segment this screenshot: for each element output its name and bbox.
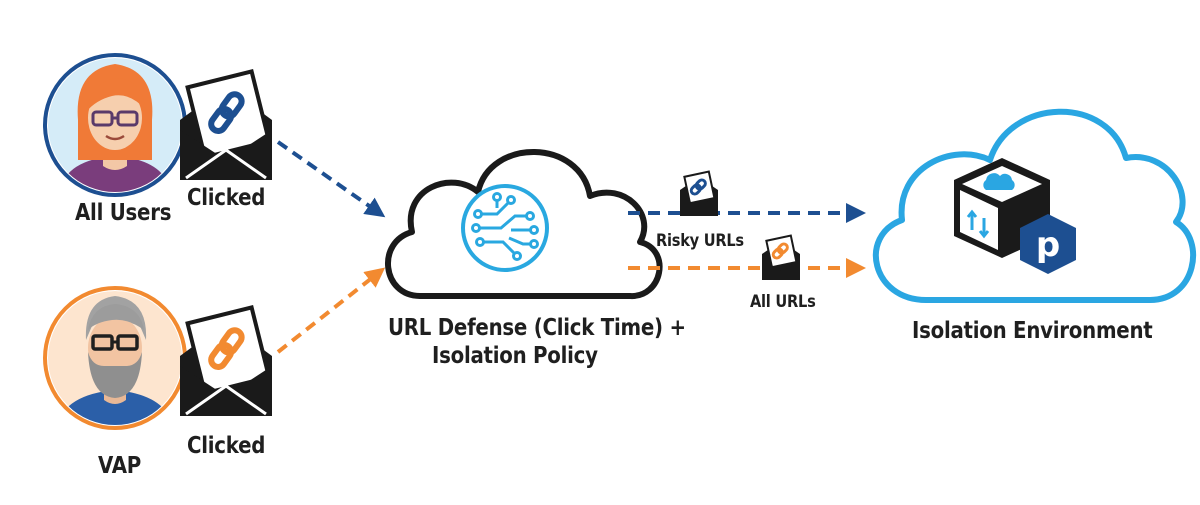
svg-text:p: p (1036, 225, 1060, 265)
url-defense-label-line2: Isolation Policy (432, 343, 598, 369)
all-users-clicked-label: Clicked (187, 185, 266, 211)
envelope-link-icon (180, 68, 272, 180)
envelope-link-icon (180, 304, 272, 416)
all-users-label: All Users (75, 200, 172, 226)
vap-arrow (276, 267, 386, 354)
vap-clicked-label: Clicked (187, 433, 266, 459)
risky-urls-label: Risky URLs (656, 231, 744, 251)
url-defense-cloud (385, 149, 663, 300)
all-users-arrow (276, 140, 386, 218)
vap-avatar (43, 286, 187, 430)
envelope-link-icon (680, 170, 718, 216)
envelope-link-icon (762, 234, 800, 280)
circuit-icon (461, 184, 549, 272)
url-defense-label-line1: URL Defense (Click Time) + (388, 315, 686, 341)
isolation-environment-label: Isolation Environment (912, 318, 1153, 344)
all-users-avatar (43, 53, 187, 197)
proofpoint-p-icon: p (1020, 214, 1076, 274)
all-urls-label: All URLs (750, 292, 816, 312)
vap-label: VAP (98, 453, 141, 479)
